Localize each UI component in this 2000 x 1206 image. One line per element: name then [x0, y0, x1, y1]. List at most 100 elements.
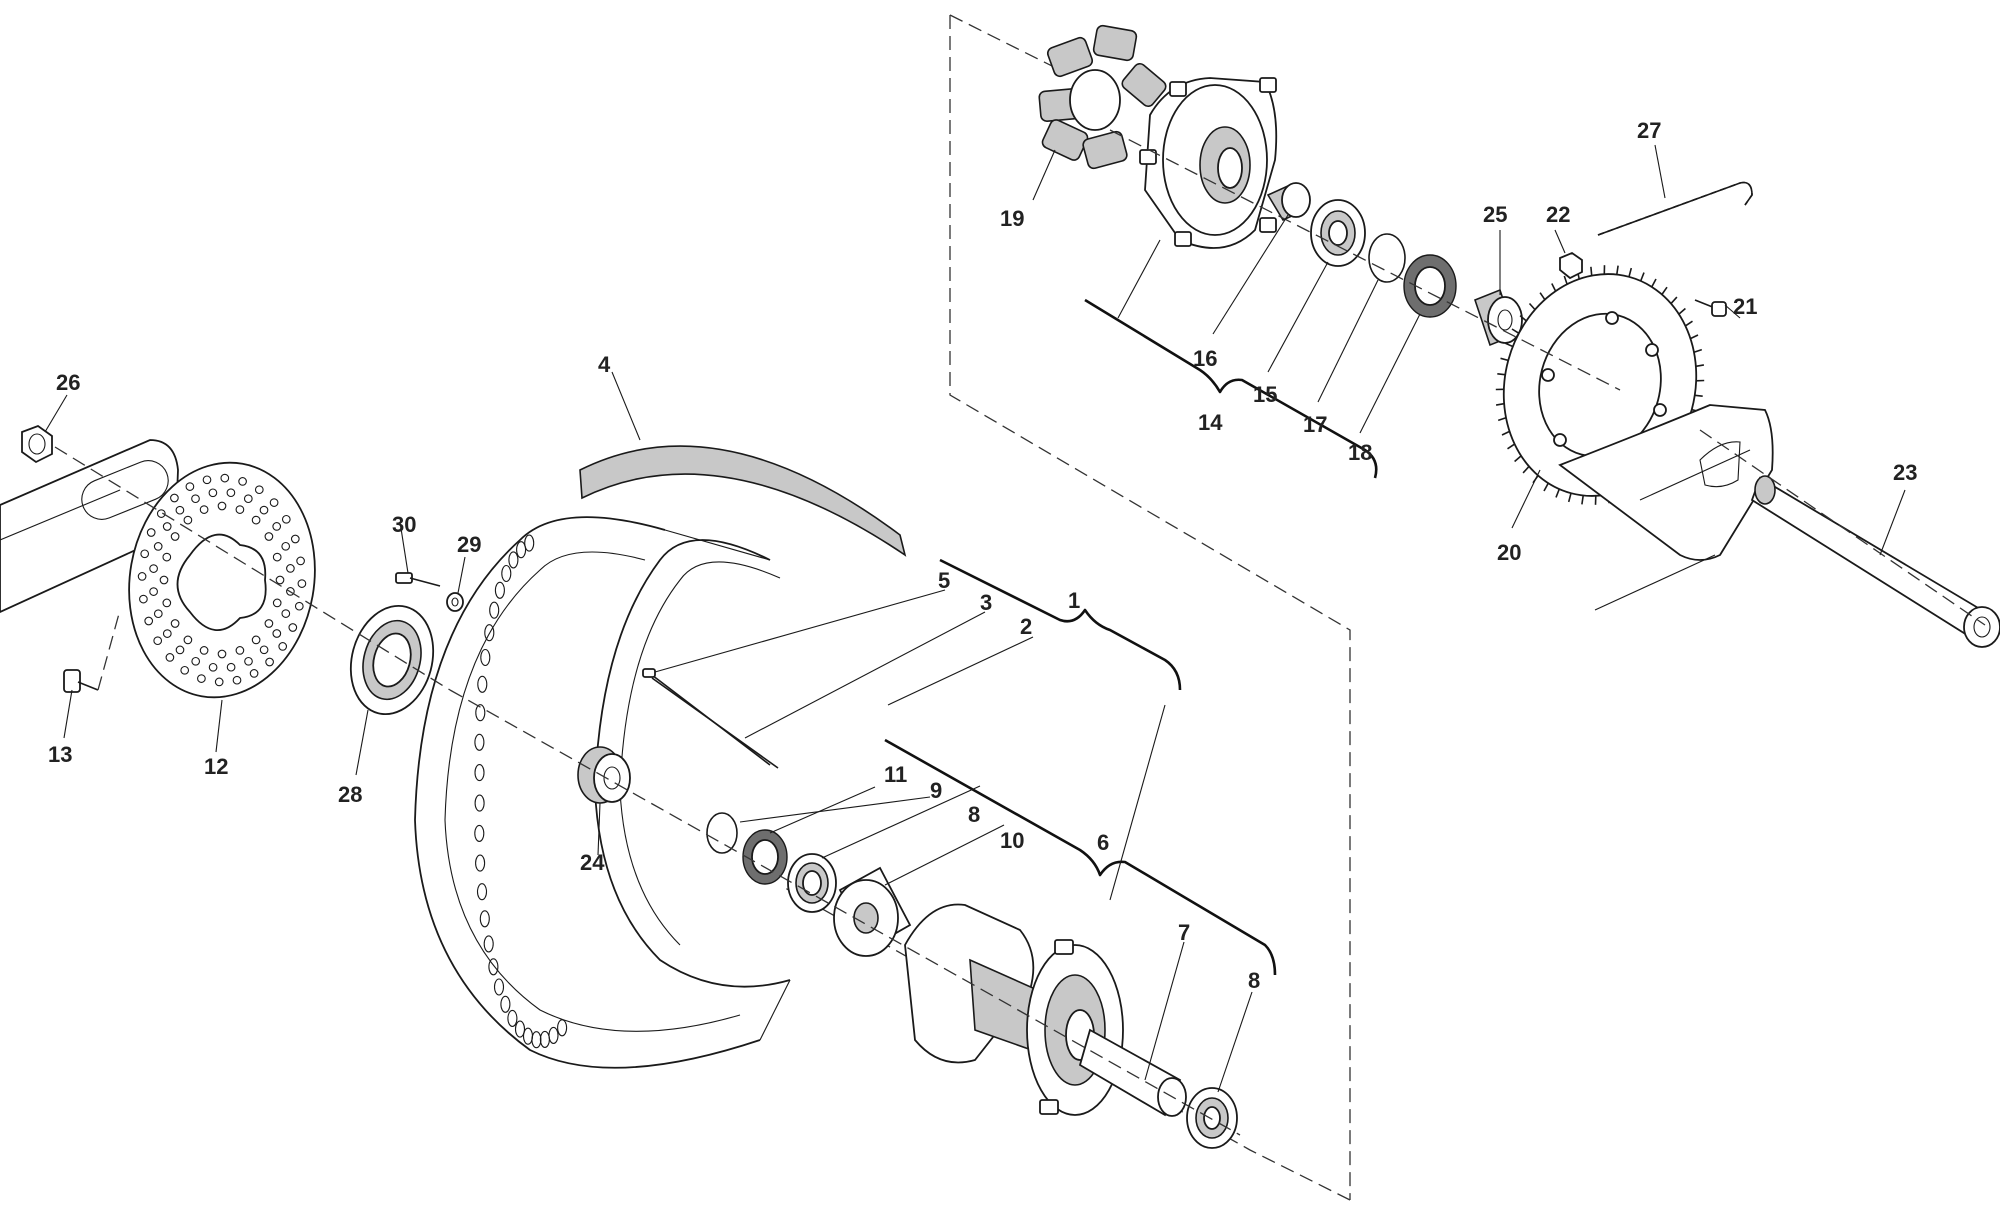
axis-lines	[54, 129, 1986, 1136]
disc-hole	[235, 505, 245, 514]
callout-5: 5	[938, 568, 950, 593]
callout-2: 2	[1020, 614, 1032, 639]
bolt-13	[63, 669, 99, 693]
callout-27: 27	[1637, 118, 1661, 143]
rim-hole	[477, 675, 488, 693]
disc-hole	[162, 522, 172, 531]
rim-hole	[493, 978, 505, 996]
disc-hole	[286, 564, 295, 573]
disc-hole	[226, 488, 236, 498]
disc-hole	[297, 579, 307, 588]
rim-hole	[557, 1019, 568, 1037]
rim-hole	[500, 995, 511, 1013]
callout-8-left: 8	[968, 802, 980, 827]
rim-hole	[516, 541, 527, 559]
disc-hole	[140, 549, 150, 559]
disc-hole	[272, 552, 282, 562]
callout-24: 24	[580, 850, 605, 875]
disc-hole	[175, 505, 185, 515]
callout-30: 30	[392, 512, 416, 537]
disc-hole	[139, 594, 148, 604]
disc-hole	[217, 501, 227, 511]
sprocket-bolt-21	[1694, 299, 1727, 317]
callout-26: 26	[56, 370, 80, 395]
disc-hole	[259, 645, 269, 655]
disc-hole	[220, 473, 230, 483]
disc-hole	[272, 598, 282, 608]
disc-hole	[153, 609, 163, 619]
rim-tape	[579, 445, 907, 557]
sprocket-tooth	[1684, 320, 1693, 327]
callout-23: 23	[1893, 460, 1917, 485]
rim-hole	[494, 581, 505, 599]
disc-hole	[191, 494, 200, 504]
bearing-8-right	[1186, 1087, 1238, 1149]
drive-chain	[1597, 181, 1753, 236]
disc-hole	[162, 552, 172, 562]
rim-hole	[524, 534, 535, 552]
disc-hole	[170, 493, 179, 503]
disc-hole	[153, 636, 163, 646]
disc-hole	[162, 598, 172, 608]
leader-lines	[44, 144, 1906, 1093]
sprocket-tooth	[1639, 272, 1645, 282]
rim-hole	[508, 551, 519, 569]
bearing-8-left	[787, 853, 837, 913]
callout-3: 3	[980, 590, 992, 615]
brake-disc-holes	[137, 473, 307, 687]
rim-hole	[479, 910, 490, 928]
sprocket-tooth	[1694, 394, 1703, 397]
rim-hole	[475, 854, 486, 872]
sprocket-tooth	[1543, 482, 1550, 492]
disc-hole	[156, 509, 166, 518]
sprocket-tooth	[1695, 364, 1705, 368]
oil-seal-18	[1403, 254, 1457, 318]
callout-4: 4	[598, 352, 611, 377]
disc-hole	[272, 522, 282, 531]
disc-hole	[251, 515, 261, 525]
callout-25: 25	[1483, 202, 1507, 227]
callout-labels: 1 2 3 4 5 6 7 8 8 9 10 11 12 13 14 15 16…	[48, 118, 1917, 993]
sprocket-tooth	[1514, 455, 1522, 463]
disc-hole	[251, 635, 261, 645]
disc-hole	[197, 674, 206, 683]
sprocket-tooth	[1528, 302, 1536, 311]
rim-hole	[548, 1026, 559, 1044]
sprocket-carrier	[1139, 77, 1278, 249]
sprocket-tooth	[1497, 417, 1507, 422]
brace-14	[1084, 298, 1378, 479]
disc-hole	[288, 623, 298, 632]
sprocket-tooth	[1678, 307, 1686, 315]
disc-hole	[191, 656, 201, 666]
disc-hole	[137, 572, 147, 581]
callout-22: 22	[1546, 202, 1570, 227]
rim-hole	[514, 1020, 526, 1038]
rim-hole	[480, 648, 491, 667]
disc-hole	[149, 587, 158, 596]
callout-8-right: 8	[1248, 968, 1260, 993]
disc-hole	[183, 515, 193, 525]
sprocket-tooth	[1505, 342, 1514, 348]
sprocket-tooth	[1563, 275, 1568, 285]
rim-hole	[474, 733, 485, 751]
rim-hole	[507, 1009, 518, 1027]
sprocket-tooth	[1590, 266, 1593, 276]
disc-hole	[144, 616, 154, 626]
disc-hole	[165, 653, 175, 662]
disc-hole	[185, 482, 195, 491]
callout-19: 19	[1000, 206, 1024, 231]
sprocket-tooth	[1628, 267, 1633, 278]
callout-16: 16	[1193, 346, 1217, 371]
rim-hole	[483, 935, 494, 953]
disc-hole	[159, 575, 169, 585]
disc-hole	[183, 635, 193, 645]
rim-hole	[476, 883, 488, 901]
spacer-10	[833, 866, 912, 957]
disc-hole	[202, 475, 212, 485]
washer-29	[446, 592, 464, 612]
disc-hole	[199, 505, 209, 514]
wheel-hub	[904, 903, 1124, 1116]
sprocket-tooth	[1497, 373, 1506, 376]
circlip-17	[1368, 233, 1406, 283]
